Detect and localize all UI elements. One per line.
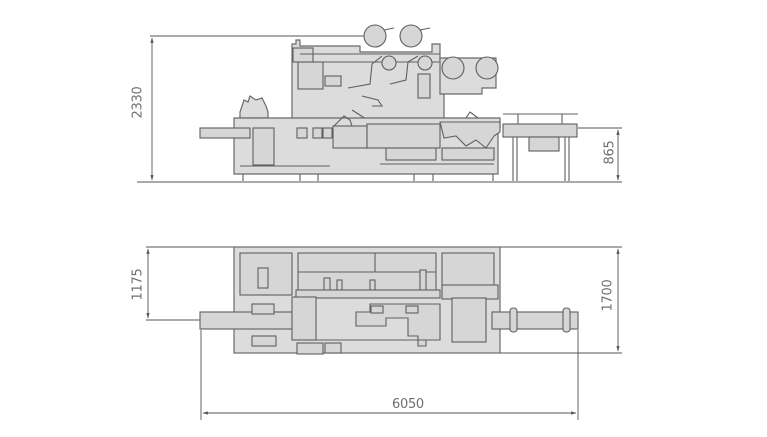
top-view xyxy=(146,246,622,420)
overall-height-label: 2330 xyxy=(130,86,146,119)
overall-width-label: 1700 xyxy=(600,279,616,312)
infeed-offset-label: 1175 xyxy=(130,268,146,301)
conveyor-height-label: 865 xyxy=(602,140,618,165)
overall-length-label: 6050 xyxy=(392,397,424,412)
side-view xyxy=(137,24,622,183)
